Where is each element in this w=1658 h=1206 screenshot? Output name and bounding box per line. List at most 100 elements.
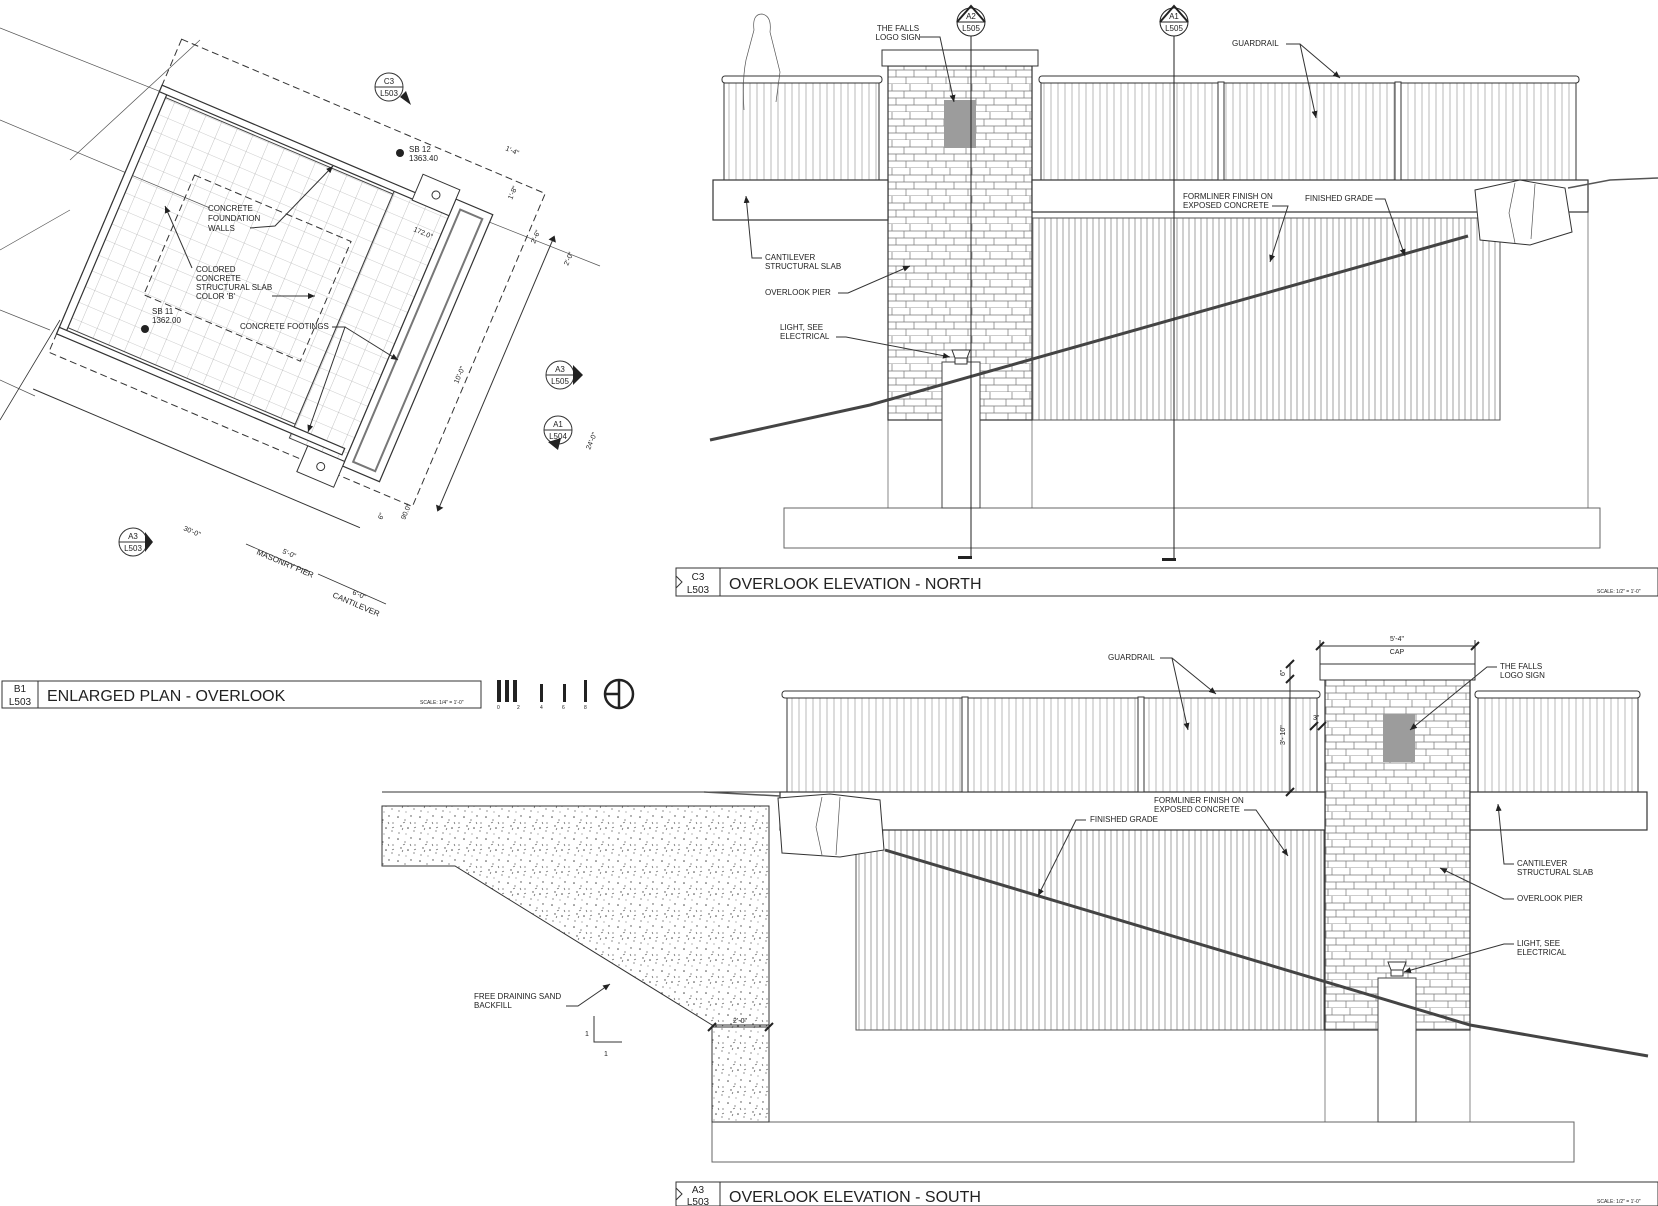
spot-elev: 1362.00 bbox=[152, 316, 181, 325]
dim-30-0: 30'-0" bbox=[182, 525, 202, 539]
svg-text:L503: L503 bbox=[687, 585, 710, 596]
callout-id: A3 bbox=[555, 365, 565, 374]
dim-cap-width: 5'-4" CAP bbox=[1315, 636, 1480, 664]
svg-text:SCALE: 1/2" = 1'-0": SCALE: 1/2" = 1'-0" bbox=[1597, 589, 1641, 595]
plan-scale: SCALE: 1/4" = 1'-0" bbox=[420, 700, 464, 706]
svg-text:ELECTRICAL: ELECTRICAL bbox=[780, 332, 830, 341]
svg-text:THE FALLS: THE FALLS bbox=[1500, 662, 1542, 671]
svg-text:CONCRETE FOOTINGS: CONCRETE FOOTINGS bbox=[240, 322, 329, 331]
scale-bar: 0 2 4 6 8 bbox=[497, 680, 587, 711]
svg-text:FOUNDATION: FOUNDATION bbox=[208, 214, 261, 223]
spot-elev: 1363.40 bbox=[409, 154, 438, 163]
svg-text:CONCRETE: CONCRETE bbox=[208, 204, 253, 213]
svg-text:LIGHT, SEE: LIGHT, SEE bbox=[1517, 939, 1560, 948]
svg-text:LOGO SIGN: LOGO SIGN bbox=[1500, 671, 1545, 680]
guardrail-south-right bbox=[1474, 690, 1641, 793]
slope-indicator: 1 1 bbox=[585, 1016, 622, 1058]
spot-elevation-sb12: SB 12 1363.40 bbox=[396, 145, 438, 163]
svg-text:WALLS: WALLS bbox=[208, 224, 235, 233]
svg-text:4: 4 bbox=[540, 705, 543, 711]
svg-text:8: 8 bbox=[584, 705, 587, 711]
svg-text:COLORED: COLORED bbox=[196, 265, 236, 274]
plan-title-id: B1 bbox=[14, 684, 27, 695]
note-backfill: FREE DRAINING SAND BACKFILL bbox=[474, 983, 611, 1010]
dim-6-in: 6" bbox=[377, 512, 386, 521]
note-overlook-pier-south: OVERLOOK PIER bbox=[1439, 867, 1583, 903]
callout-a1-l505[interactable]: A1 L505 bbox=[1159, 4, 1189, 37]
svg-text:L505: L505 bbox=[1165, 24, 1183, 33]
note-light-south: LIGHT, SEE ELECTRICAL bbox=[1403, 939, 1567, 974]
note-overlook-pier-north: OVERLOOK PIER bbox=[765, 265, 911, 297]
plan-title-name: ENLARGED PLAN - OVERLOOK bbox=[47, 688, 286, 705]
guardrail-right bbox=[1038, 75, 1580, 181]
callout-a3-l503[interactable]: A3 L503 bbox=[118, 527, 153, 557]
note-colored-concrete-slab: COLORED CONCRETE STRUCTURAL SLAB COLOR '… bbox=[164, 205, 315, 301]
svg-text:OVERLOOK ELEVATION - NORTH: OVERLOOK ELEVATION - NORTH bbox=[729, 576, 982, 593]
plan-title-sheet: L503 bbox=[9, 697, 32, 708]
svg-text:GUARDRAIL: GUARDRAIL bbox=[1108, 653, 1155, 662]
north-elevation: A2 L505 A1 L505 THE FALLS LOGO SIGN GUAR… bbox=[675, 4, 1658, 597]
svg-text:1: 1 bbox=[585, 1031, 589, 1038]
dim-24-0: 24'-0" bbox=[585, 431, 599, 451]
angle-90: 90.0° bbox=[399, 502, 413, 520]
callout-c3-l503[interactable]: C3 L503 bbox=[374, 72, 411, 105]
svg-text:OVERLOOK PIER: OVERLOOK PIER bbox=[765, 288, 831, 297]
guardrail-south-left bbox=[781, 690, 1321, 793]
svg-text:LOGO SIGN: LOGO SIGN bbox=[876, 33, 921, 42]
note-formliner-south: FORMLINER FINISH ON EXPOSED CONCRETE bbox=[1154, 796, 1289, 857]
note-cantilever-slab-south: CANTILEVER STRUCTURAL SLAB bbox=[1495, 803, 1593, 877]
north-arrow-icon bbox=[603, 678, 635, 710]
svg-text:0: 0 bbox=[497, 705, 500, 711]
svg-text:L503: L503 bbox=[687, 1197, 710, 1206]
svg-text:STRUCTURAL SLAB: STRUCTURAL SLAB bbox=[765, 262, 841, 271]
callout-a1-l504[interactable]: A1 L504 bbox=[543, 415, 573, 450]
spot-id: SB 12 bbox=[409, 145, 431, 154]
callout-a3-l505[interactable]: A3 L505 bbox=[545, 360, 583, 390]
svg-text:A2: A2 bbox=[966, 12, 976, 21]
dim-2-0: 2'-0" bbox=[563, 251, 575, 267]
svg-text:CONCRETE: CONCRETE bbox=[196, 274, 241, 283]
svg-text:6": 6" bbox=[1280, 669, 1287, 676]
svg-text:6: 6 bbox=[562, 705, 565, 711]
callout-sheet: L503 bbox=[380, 89, 398, 98]
note-logo-sign-south: THE FALLS LOGO SIGN bbox=[1409, 662, 1545, 731]
svg-text:FORMLINER FINISH ON: FORMLINER FINISH ON bbox=[1183, 192, 1273, 201]
svg-text:CAP: CAP bbox=[1390, 649, 1405, 656]
svg-text:CANTILEVER: CANTILEVER bbox=[765, 253, 815, 262]
svg-text:FREE DRAINING SAND: FREE DRAINING SAND bbox=[474, 992, 561, 1001]
svg-text:A3: A3 bbox=[692, 1185, 705, 1196]
note-light-north: LIGHT, SEE ELECTRICAL bbox=[780, 323, 951, 359]
callout-id: A3 bbox=[128, 532, 138, 541]
spot-id: SB 11 bbox=[152, 307, 174, 316]
dim-1-8: 1'-8" bbox=[507, 185, 519, 201]
dim-1-4: 1'-4" bbox=[504, 145, 520, 157]
note-concrete-footings: CONCRETE FOOTINGS bbox=[240, 322, 399, 433]
callout-sheet: L504 bbox=[549, 432, 567, 441]
svg-text:1: 1 bbox=[604, 1051, 608, 1058]
note-finished-grade-north: FINISHED GRADE bbox=[1305, 194, 1406, 257]
svg-text:FINISHED GRADE: FINISHED GRADE bbox=[1090, 815, 1158, 824]
svg-text:5'-4": 5'-4" bbox=[1390, 636, 1404, 643]
note-logo-sign-north: THE FALLS LOGO SIGN bbox=[876, 24, 956, 103]
spot-elevation-sb11: SB 11 1362.00 bbox=[141, 307, 181, 333]
callout-a2-l505[interactable]: A2 L505 bbox=[956, 4, 986, 37]
svg-text:OVERLOOK PIER: OVERLOOK PIER bbox=[1517, 894, 1583, 903]
south-title-block: A3 L503 OVERLOOK ELEVATION - SOUTH SCALE… bbox=[675, 1181, 1658, 1206]
svg-text:STRUCTURAL SLAB: STRUCTURAL SLAB bbox=[196, 283, 272, 292]
guardrail-left bbox=[721, 75, 883, 181]
callout-id: C3 bbox=[384, 77, 395, 86]
svg-text:LIGHT, SEE: LIGHT, SEE bbox=[780, 323, 823, 332]
svg-text:CANTILEVER: CANTILEVER bbox=[1517, 859, 1567, 868]
svg-text:EXPOSED CONCRETE: EXPOSED CONCRETE bbox=[1154, 805, 1240, 814]
svg-text:FORMLINER FINISH ON: FORMLINER FINISH ON bbox=[1154, 796, 1244, 805]
dim-vertical-guardrail: 6" 3'- 10" 3" bbox=[1280, 659, 1327, 797]
svg-text:2: 2 bbox=[517, 705, 520, 711]
callout-id: A1 bbox=[553, 420, 563, 429]
svg-text:L505: L505 bbox=[962, 24, 980, 33]
svg-text:3": 3" bbox=[1313, 715, 1320, 722]
enlarged-plan: C3 L503 A3 L505 A1 L504 A3 L503 SB 1 bbox=[0, 27, 635, 711]
note-guardrail-south: GUARDRAIL bbox=[1108, 653, 1217, 731]
svg-text:A1: A1 bbox=[1169, 12, 1179, 21]
south-elevation: 5'-4" CAP 6" 3'- 10" 3" 2'-0" 1 1 GUARDR… bbox=[381, 636, 1658, 1206]
